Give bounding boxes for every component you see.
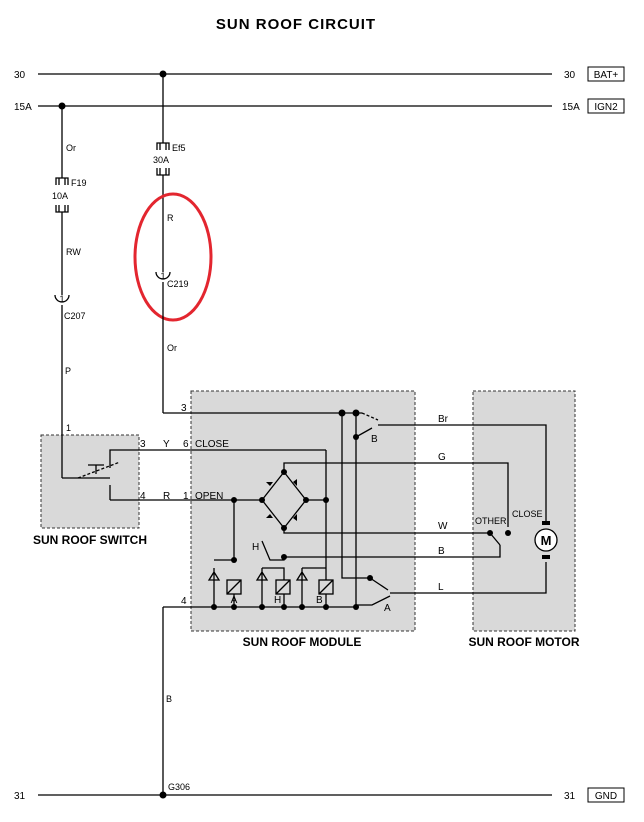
ground-node-7 xyxy=(353,604,359,610)
motor-terminal-top xyxy=(542,521,550,525)
relay-a-contact-dot xyxy=(367,575,373,581)
module-h-text: H xyxy=(252,542,259,553)
switch-pin-close: 3 xyxy=(140,439,146,450)
ef5-fuse-top xyxy=(156,142,170,150)
bat-rail-left-label: 30 xyxy=(14,70,26,81)
highlight-circle xyxy=(133,192,213,322)
c207-pin: 1 xyxy=(59,294,64,304)
module-open-text: OPEN xyxy=(195,491,223,502)
ground-wire-color: B xyxy=(166,694,172,704)
relay-a-coil-mark xyxy=(226,579,242,595)
c219-connector xyxy=(155,271,171,280)
relay-h-coil-mark xyxy=(275,579,291,595)
module-pin1: 1 xyxy=(183,491,189,502)
ground-name: G306 xyxy=(168,782,190,792)
relay-b-coil-mark xyxy=(318,579,334,595)
br-wire-color: Br xyxy=(438,414,449,425)
b-wire-color: B xyxy=(438,546,445,557)
gnd-tag xyxy=(587,787,625,803)
contact-b-label: B xyxy=(371,434,378,445)
f19-fuse-top xyxy=(55,177,69,185)
l-wire xyxy=(390,562,547,594)
diagram-title: SUN ROOF CIRCUIT xyxy=(216,16,376,33)
module-pin3: 3 xyxy=(181,403,187,414)
g-wire-color: G xyxy=(438,452,446,463)
ground-node-1 xyxy=(211,604,217,610)
c207-name: C207 xyxy=(64,311,86,321)
contact-a-label: A xyxy=(384,603,391,614)
c219-pin: 1 xyxy=(160,271,165,281)
motor-close-text: CLOSE xyxy=(512,509,543,519)
g-wire xyxy=(283,462,509,527)
bat-rail-right-label: 30 xyxy=(564,70,576,81)
module-close-text: CLOSE xyxy=(195,439,229,450)
motor-limit-switch xyxy=(489,532,501,546)
sun-roof-module-box xyxy=(190,390,416,632)
ef5-output-wire-color: R xyxy=(167,213,174,223)
ign-tag xyxy=(587,98,625,114)
motor-symbol xyxy=(534,528,558,552)
c219-name: C219 xyxy=(167,279,189,289)
bat-tag xyxy=(587,66,625,82)
switch-pin-open: 4 xyxy=(140,491,146,502)
module-feed-wire-color: Or xyxy=(167,343,177,353)
relay-h-top xyxy=(262,567,285,580)
gnd-tag-text: GND xyxy=(595,791,617,802)
ef5-fuse-rating: 30A xyxy=(153,155,169,165)
sun-roof-motor-box xyxy=(472,390,576,632)
motor-terminal-bottom xyxy=(542,555,550,559)
relay-a-contact-nc xyxy=(355,437,391,606)
close-line xyxy=(109,449,326,455)
ground-junction xyxy=(159,791,167,799)
f19-fuse-bottom xyxy=(55,205,69,213)
ef5-fuse-name: Ef5 xyxy=(172,143,186,153)
switch-feed-wire-color: P xyxy=(65,366,71,376)
sun-roof-switch-box xyxy=(40,434,140,529)
module-pin6: 6 xyxy=(183,439,189,450)
bridge-diode-arrows xyxy=(266,479,297,521)
motor-close-contact xyxy=(505,530,511,536)
ground-node-5 xyxy=(299,604,305,610)
l-wire-color: L xyxy=(438,582,444,593)
ground-node-3 xyxy=(259,604,265,610)
gnd-rail-right-label: 31 xyxy=(564,791,576,802)
sun-roof-switch-label: SUN ROOF SWITCH xyxy=(33,533,147,547)
close-wire-color: Y xyxy=(163,439,170,450)
motor-symbol-text: M xyxy=(541,533,552,548)
sun-roof-module-label: SUN ROOF MODULE xyxy=(243,635,362,649)
module-pin4: 4 xyxy=(181,596,187,607)
relay-h-diode xyxy=(255,568,269,607)
open-wire-color: R xyxy=(163,491,170,502)
ign-rail-left-label: 15A xyxy=(14,102,32,113)
relay-h-coil xyxy=(275,579,291,595)
gnd-rail-left-label: 31 xyxy=(14,791,26,802)
relay-b-diode xyxy=(295,568,309,607)
f19-input-wire-color: Or xyxy=(66,143,76,153)
h-node xyxy=(281,554,287,560)
f19-output-wire-color: RW xyxy=(66,247,81,257)
c207-connector xyxy=(54,294,70,303)
relay-coil-grounds xyxy=(233,594,327,607)
w-wire xyxy=(283,528,490,534)
ign-tag-text: IGN2 xyxy=(594,102,618,113)
switch-pin-in: 1 xyxy=(66,423,71,433)
sun-roof-motor-label: SUN ROOF MOTOR xyxy=(468,635,579,649)
relay-h-label: H xyxy=(274,595,281,606)
w-wire-color: W xyxy=(438,521,448,532)
relay-a-diode xyxy=(207,568,221,607)
relay-b-label: B xyxy=(316,595,323,606)
switch-blade xyxy=(77,461,121,479)
bat-tag-text: BAT+ xyxy=(594,70,619,81)
ign-rail-right-label: 15A xyxy=(562,102,580,113)
relay-b-contact-no xyxy=(361,412,379,421)
f19-fuse-name: F19 xyxy=(71,178,87,188)
switch-actuator xyxy=(88,464,104,474)
br-wire xyxy=(378,424,547,521)
ef5-fuse-bottom xyxy=(156,168,170,176)
motor-other-text: OTHER xyxy=(475,516,507,526)
f19-fuse-rating: 10A xyxy=(52,191,68,201)
